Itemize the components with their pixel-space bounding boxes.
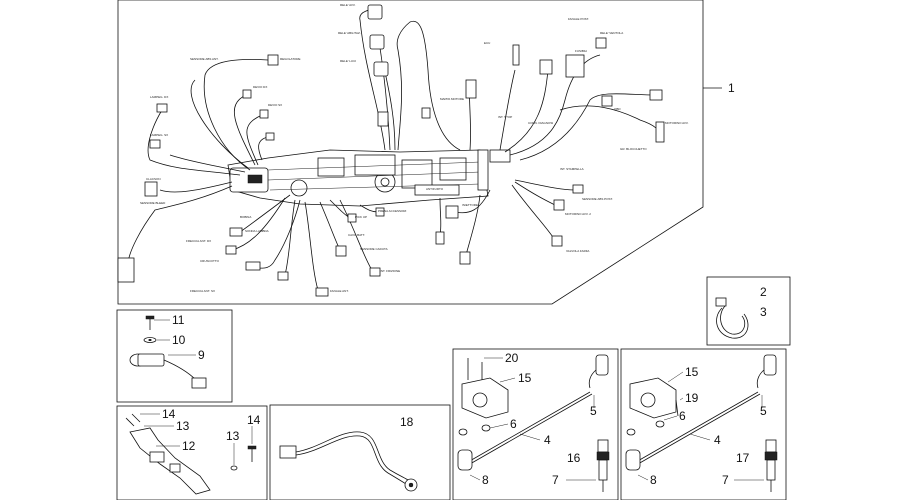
callout-10: 10	[172, 333, 186, 347]
label-freccia-ant-dx: FRECCIA ANT. DX	[186, 239, 211, 243]
label-sensore-abs-ant: SENSORE ABS ANT.	[190, 57, 219, 61]
ignition-panel-b: 15 19 6 5 4 17 8 7	[620, 348, 787, 500]
label-conn-diagnosi: CONN. DIAGNOSI	[528, 121, 553, 125]
spark-plug-cap-icon-8a	[457, 449, 473, 471]
callout-2: 2	[760, 285, 767, 299]
spark-plug-cap-icon	[588, 354, 609, 389]
callout-19: 19	[685, 391, 699, 405]
label-pick-up: PICK UP	[355, 215, 367, 219]
spark-plug-icon-b	[764, 439, 778, 492]
label-gr-blocchetto: GR. BLOCCHETTO	[620, 147, 647, 151]
label-mappa-motore: MAPPA MOTORE	[440, 97, 464, 101]
ignition-panel-a: 20 15 6 5 4 16 8 7	[452, 348, 619, 500]
label-rele-ventola: RELE' VENTOLA	[600, 31, 623, 35]
label-iniettore: INIETTORE	[462, 203, 478, 207]
speed-sensor-panel: 11 10 9	[116, 309, 233, 403]
label-freccia-ant-sx: FRECCIA ANT. SX	[190, 289, 215, 293]
callout-15b: 15	[685, 365, 699, 379]
spark-plug-cap-icon-8b	[625, 449, 641, 471]
label-cavo-batt: CAVO BATT.	[348, 233, 365, 237]
callout-12: 12	[182, 439, 196, 453]
harness-frame-plate	[227, 149, 511, 207]
label-presa-accessori: PRESA ACCESSORI	[378, 209, 407, 213]
label-lampeg-dx: LAMPEG. DX	[150, 95, 168, 99]
speed-sensor-icon	[129, 353, 207, 389]
callout-14a: 14	[162, 407, 176, 421]
clamp-panel: 2 3	[706, 276, 791, 346]
ht-cable-icon	[279, 431, 418, 492]
ignition-coil-icon-b	[629, 377, 677, 419]
label-rele-luci: RELE' LUCI	[340, 59, 356, 63]
harness-connectors	[117, 4, 665, 297]
callout-8b: 8	[650, 473, 657, 487]
label-valvola-farfa: VALVOLA FARFA	[566, 249, 589, 253]
label-rele-avv: RELE' AVV.	[340, 3, 356, 7]
label-bobina: BOBINA	[240, 215, 251, 219]
callout-7a: 7	[552, 473, 559, 487]
label-motorino-avv: MOTORINO AVV.	[665, 121, 689, 125]
main-wiring-harness-panel: 1	[117, 0, 735, 305]
label-clacson: CLACSON	[146, 177, 161, 181]
label-rele-abilitaz: RELE' ABILITAZ.	[338, 31, 361, 35]
callout-16: 16	[567, 451, 581, 465]
label-antifurto: ANTIFURTO	[426, 187, 444, 191]
label-int-stampella: INT. STAMPELLA	[560, 167, 584, 171]
label-sonda-lambda: SONDA LAMBDA	[245, 229, 269, 233]
label-obd: OBD	[614, 107, 621, 111]
cable-panel: 18	[269, 404, 451, 500]
bracket-parts	[125, 413, 257, 495]
spark-plug-icon	[596, 439, 610, 492]
label-regolatore: REGOLATORE	[280, 57, 301, 61]
label-int-frizione: INT. FRIZIONE	[380, 269, 400, 273]
label-motorino-avv-2: MOTORINO AVV. 2	[565, 212, 591, 216]
callout-13a: 13	[176, 419, 190, 433]
callout-8a: 8	[482, 473, 489, 487]
callout-3: 3	[760, 305, 767, 319]
harness-labels: RELE' AVV. RELE' ABILITAZ. RELE' LUCI FA…	[140, 3, 689, 293]
callout-4b: 4	[714, 433, 721, 447]
label-int-stop: INT. STOP	[498, 115, 512, 119]
label-devio-sx: DEVIO SX	[268, 103, 282, 107]
label-fanale-ant: FANALE ANT.	[330, 289, 349, 293]
label-cruscotto: CRUSCOTTO	[200, 259, 220, 263]
bracket-panel: 14 13 12 13 14	[116, 405, 268, 500]
callout-5a: 5	[590, 404, 597, 418]
label-ecu: ECU	[484, 41, 490, 45]
callout-17: 17	[736, 451, 750, 465]
ignition-coil-icon	[461, 377, 509, 419]
callout-11: 11	[172, 313, 185, 327]
callout-13b: 13	[226, 429, 240, 443]
label-fanale-post: FANALE POST.	[568, 17, 589, 21]
label-lampeg-sx: LAMPEG. SX	[150, 133, 168, 137]
callout-5b: 5	[760, 404, 767, 418]
label-devio-dx: DEVIO DX	[253, 85, 267, 89]
washer-icon	[143, 337, 157, 343]
callout-4a: 4	[544, 433, 551, 447]
callout-14b: 14	[247, 413, 261, 427]
callout-6b: 6	[679, 409, 686, 423]
spark-plug-cap-icon-b	[756, 354, 777, 389]
callout-7b: 7	[722, 473, 729, 487]
label-sensore-abs-post: SENSORE ABS POST.	[582, 197, 613, 201]
cable-clamp-icon	[715, 297, 749, 339]
screw-icon	[145, 315, 155, 330]
callout-20: 20	[505, 351, 519, 365]
callout-18: 18	[400, 415, 414, 429]
label-sensore-bleed: SENSORE BLEED	[140, 201, 166, 205]
callout-6a: 6	[510, 417, 517, 431]
label-fusibili: FUSIBILI	[575, 49, 587, 53]
callout-1: 1	[728, 81, 735, 95]
callout-9: 9	[198, 348, 205, 362]
callout-15a: 15	[518, 371, 532, 385]
harness-wires	[127, 9, 663, 291]
label-sensore-caduta: SENSORE CADUTA	[360, 247, 388, 251]
